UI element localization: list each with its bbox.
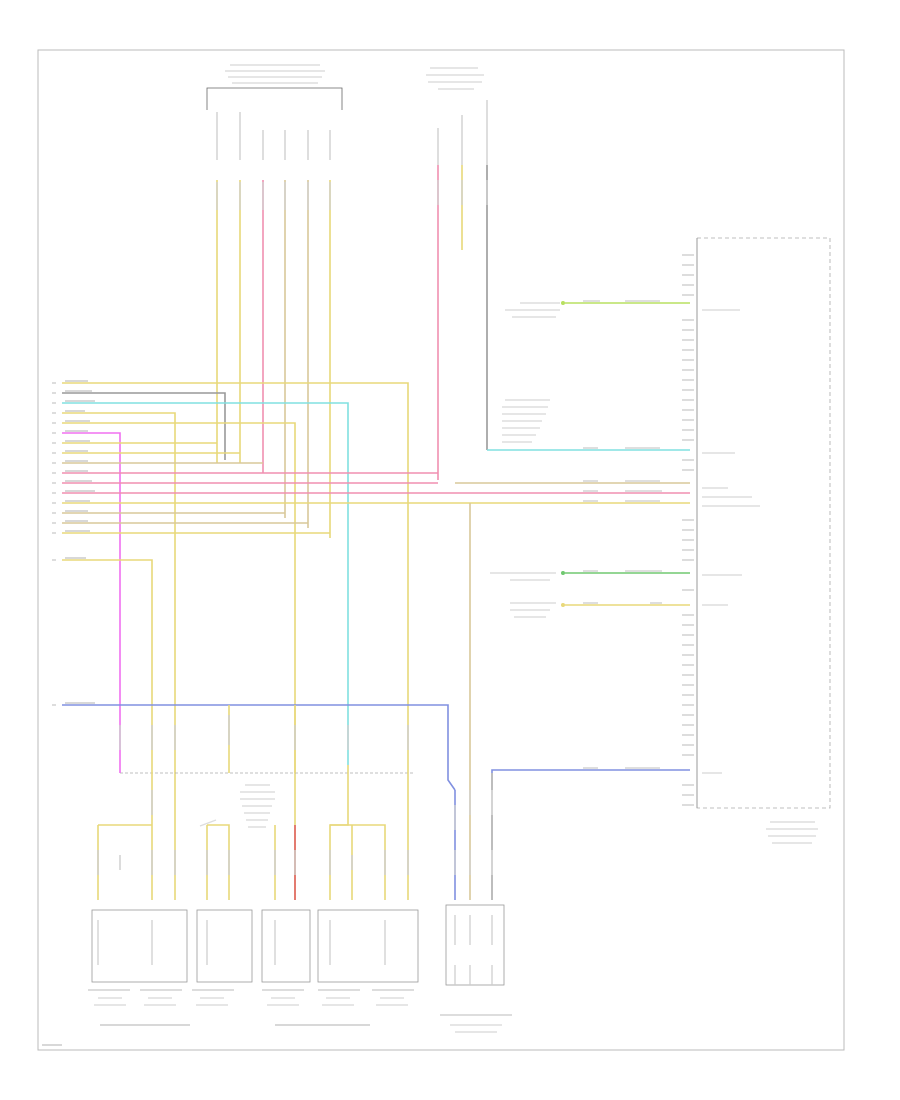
top-wires bbox=[216, 165, 488, 538]
top-right-connector bbox=[426, 67, 488, 165]
ecm-connector bbox=[682, 237, 831, 844]
fuel-tank-pressure-sensor bbox=[440, 773, 512, 1033]
blue-wire-left bbox=[62, 704, 456, 791]
top-left-connector bbox=[206, 64, 343, 160]
left-harness-labels bbox=[65, 380, 95, 704]
sensor-labels bbox=[490, 301, 565, 618]
drop-labels bbox=[97, 715, 409, 875]
ecm-wire-labels bbox=[583, 300, 662, 769]
center-note bbox=[199, 784, 275, 828]
diagram-frame bbox=[37, 49, 845, 1051]
ecm-pin-labels bbox=[702, 309, 760, 774]
left-harness-wires bbox=[62, 382, 690, 900]
left-pin-ticks bbox=[52, 382, 56, 706]
injector-drops bbox=[97, 705, 409, 900]
top-wire-labels bbox=[216, 180, 488, 210]
ecm-wires bbox=[455, 302, 690, 900]
injectors bbox=[88, 909, 419, 1026]
